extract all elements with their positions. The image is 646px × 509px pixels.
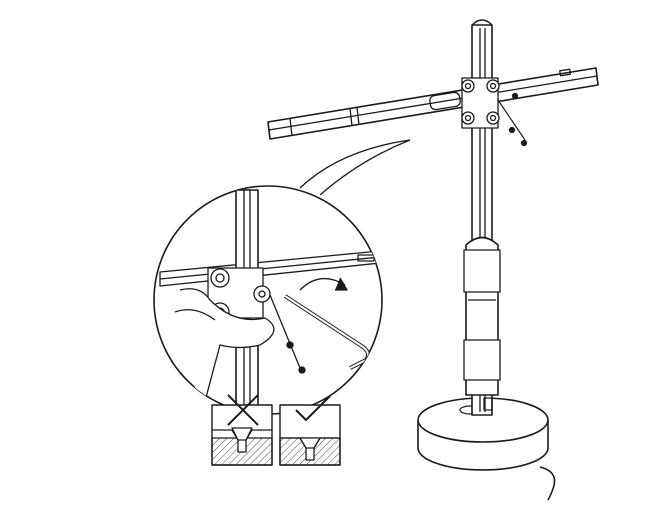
screws (497, 92, 528, 147)
clamp-bracket (461, 77, 500, 129)
incorrect-screw-example (211, 394, 273, 466)
check-mark-icon (295, 395, 331, 421)
power-cable (539, 466, 556, 501)
lamp-pole (463, 19, 501, 416)
magnified-detail-callout (153, 139, 411, 415)
lamp-arm (267, 67, 599, 140)
correct-screw-example (279, 395, 341, 466)
cross-mark-icon (227, 394, 259, 426)
